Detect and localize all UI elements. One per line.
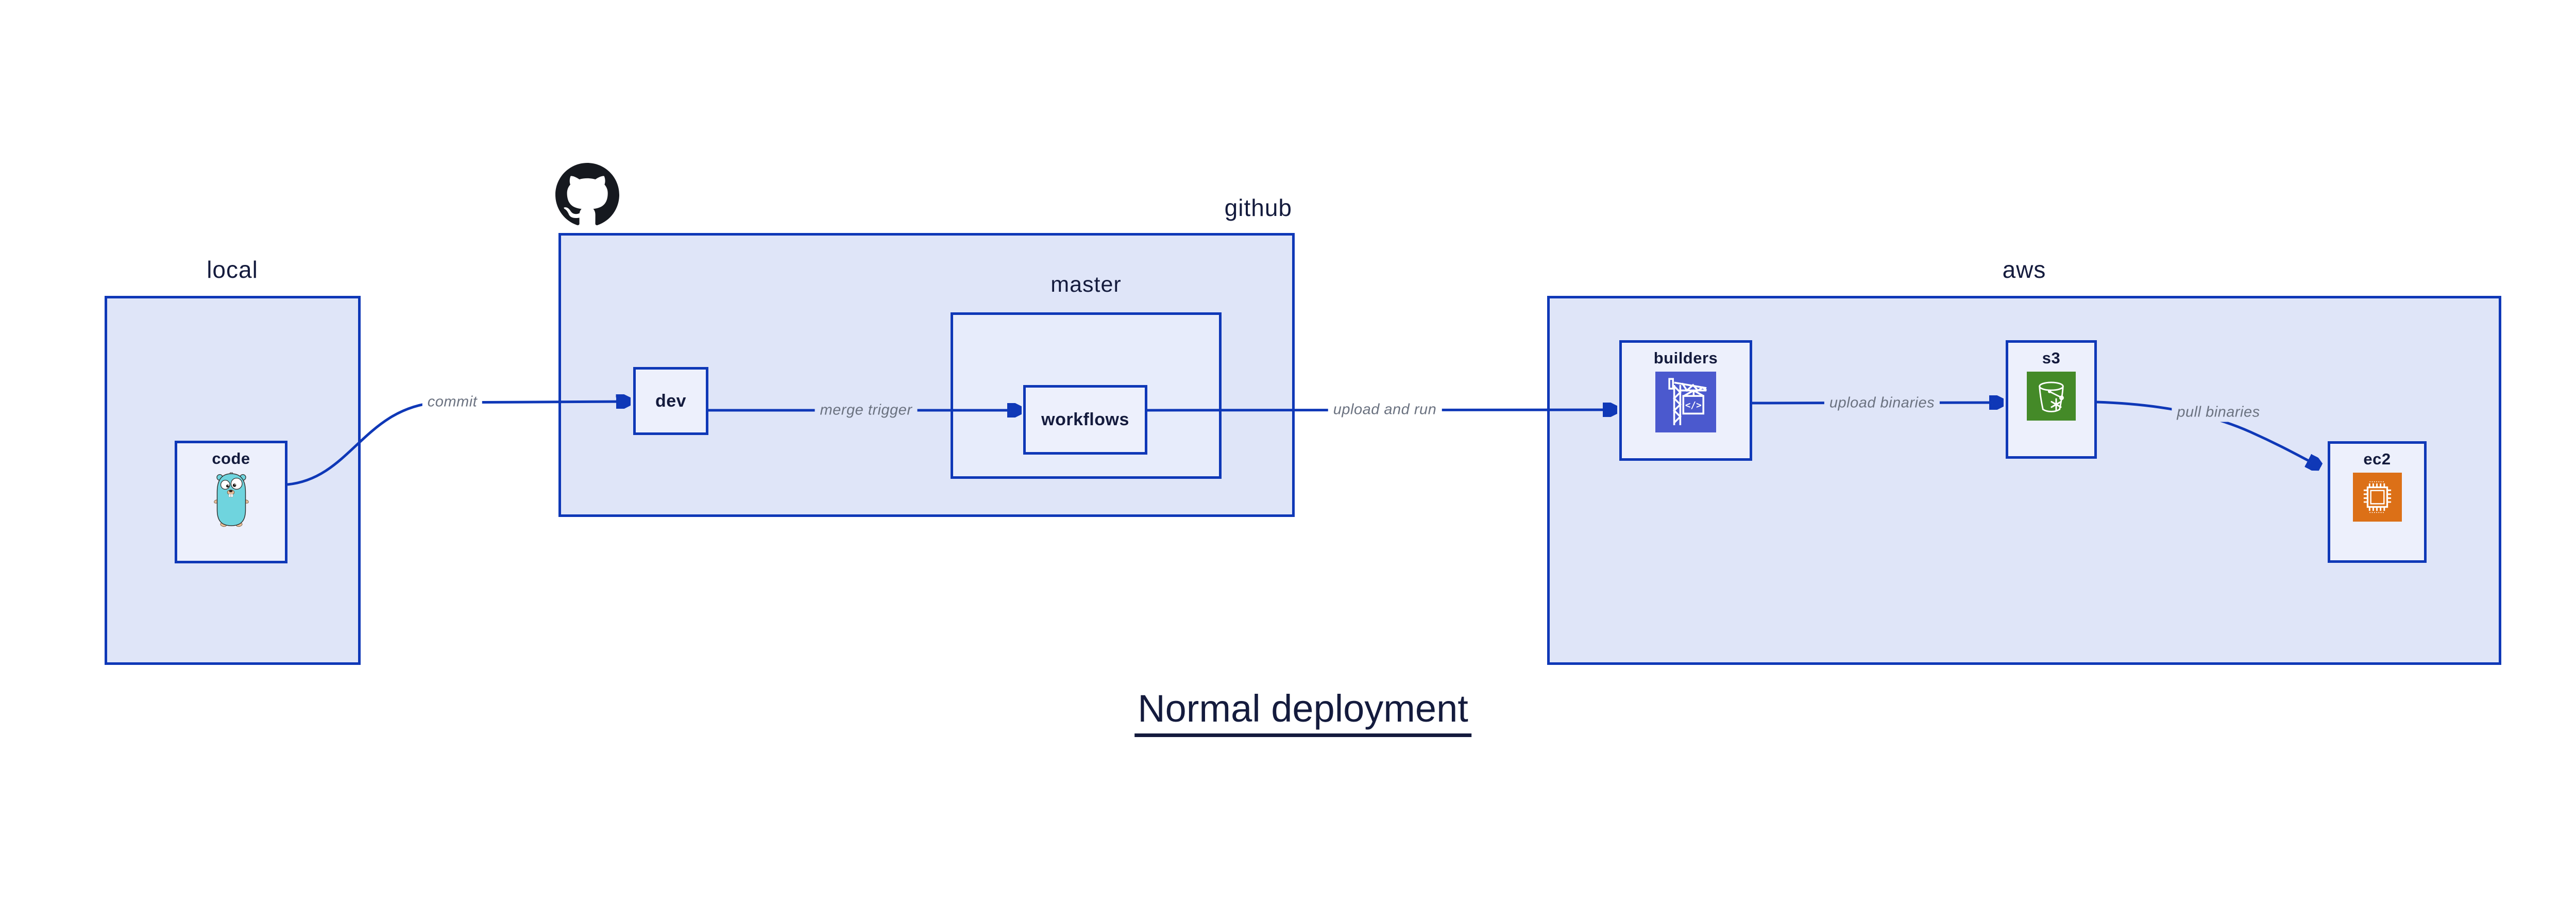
node-workflows: workflows — [1023, 385, 1147, 455]
github-octocat-icon — [555, 163, 619, 225]
group-master-label: master — [1050, 272, 1122, 297]
group-local-label: local — [207, 256, 258, 283]
codebuild-crane-icon: </> — [1655, 372, 1716, 432]
node-code-label: code — [212, 449, 250, 467]
edge-label-commit: commit — [422, 392, 483, 412]
edge-label-pull-binaries: pull binaries — [2172, 403, 2265, 422]
s3-glacier-bucket-icon — [2027, 372, 2076, 421]
group-github-label: github — [1224, 194, 1292, 221]
node-s3: s3 — [2006, 340, 2097, 459]
node-dev-label: dev — [655, 391, 687, 411]
edge-pull-binaries-arrow — [2096, 400, 2319, 466]
svg-text:</>: </> — [1685, 400, 1702, 411]
edge-commit-arrow — [287, 402, 629, 486]
diagram-title: Normal deployment — [1134, 687, 1471, 737]
node-workflows-label: workflows — [1041, 410, 1129, 429]
node-builders: builders </> — [1619, 340, 1752, 461]
node-s3-label: s3 — [2042, 349, 2061, 367]
edge-label-upload-and-run: upload and run — [1328, 400, 1442, 420]
group-aws-label: aws — [2002, 256, 2046, 283]
node-dev: dev — [633, 367, 708, 435]
node-builders-label: builders — [1653, 349, 1718, 367]
node-ec2: ec2 — [2328, 441, 2427, 563]
edge-label-upload-binaries: upload binaries — [1824, 393, 1940, 413]
ec2-chip-icon — [2352, 473, 2402, 522]
go-gopher-icon — [213, 472, 249, 527]
node-ec2-label: ec2 — [2363, 450, 2391, 468]
node-code: code — [175, 441, 287, 563]
edge-label-merge-trigger: merge trigger — [815, 400, 918, 420]
